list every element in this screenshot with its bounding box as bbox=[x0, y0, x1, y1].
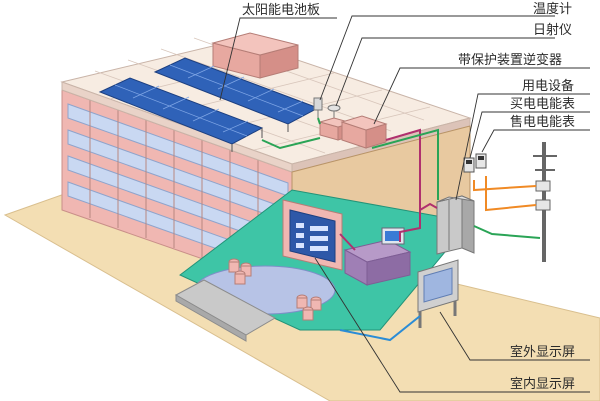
label-outdoor-display: 室外显示屏 bbox=[510, 344, 575, 360]
buy-meter-device bbox=[463, 157, 475, 173]
label-pyranometer: 日射仪 bbox=[533, 22, 572, 38]
load-cabinet bbox=[436, 195, 475, 255]
label-indoor-display: 室内显示屏 bbox=[510, 376, 575, 392]
solar-panel-array-front bbox=[98, 77, 264, 152]
label-inverter: 带保护装置逆变器 bbox=[458, 52, 562, 68]
sell-meter-device bbox=[475, 153, 487, 169]
outdoor-display-device bbox=[417, 259, 459, 328]
barrels-left bbox=[228, 258, 252, 285]
label-buy-meter: 买电电能表 bbox=[510, 97, 575, 112]
label-solar-panel: 太阳能电池板 bbox=[242, 3, 320, 18]
label-sell-meter: 售电电能表 bbox=[510, 114, 575, 130]
label-load: 用电设备 bbox=[522, 78, 574, 94]
indoor-display-device bbox=[282, 199, 343, 271]
roof-stairwell bbox=[211, 32, 299, 79]
wiring bbox=[261, 117, 541, 342]
computer-desk bbox=[343, 227, 412, 286]
thermometer-device bbox=[313, 97, 323, 118]
entrance-canopy bbox=[174, 279, 277, 342]
leader-lines bbox=[219, 15, 590, 393]
label-thermometer: 温度计 bbox=[533, 1, 572, 17]
barrels-right bbox=[296, 294, 322, 321]
inverter-unit bbox=[318, 115, 388, 149]
utility-pole bbox=[533, 142, 557, 262]
